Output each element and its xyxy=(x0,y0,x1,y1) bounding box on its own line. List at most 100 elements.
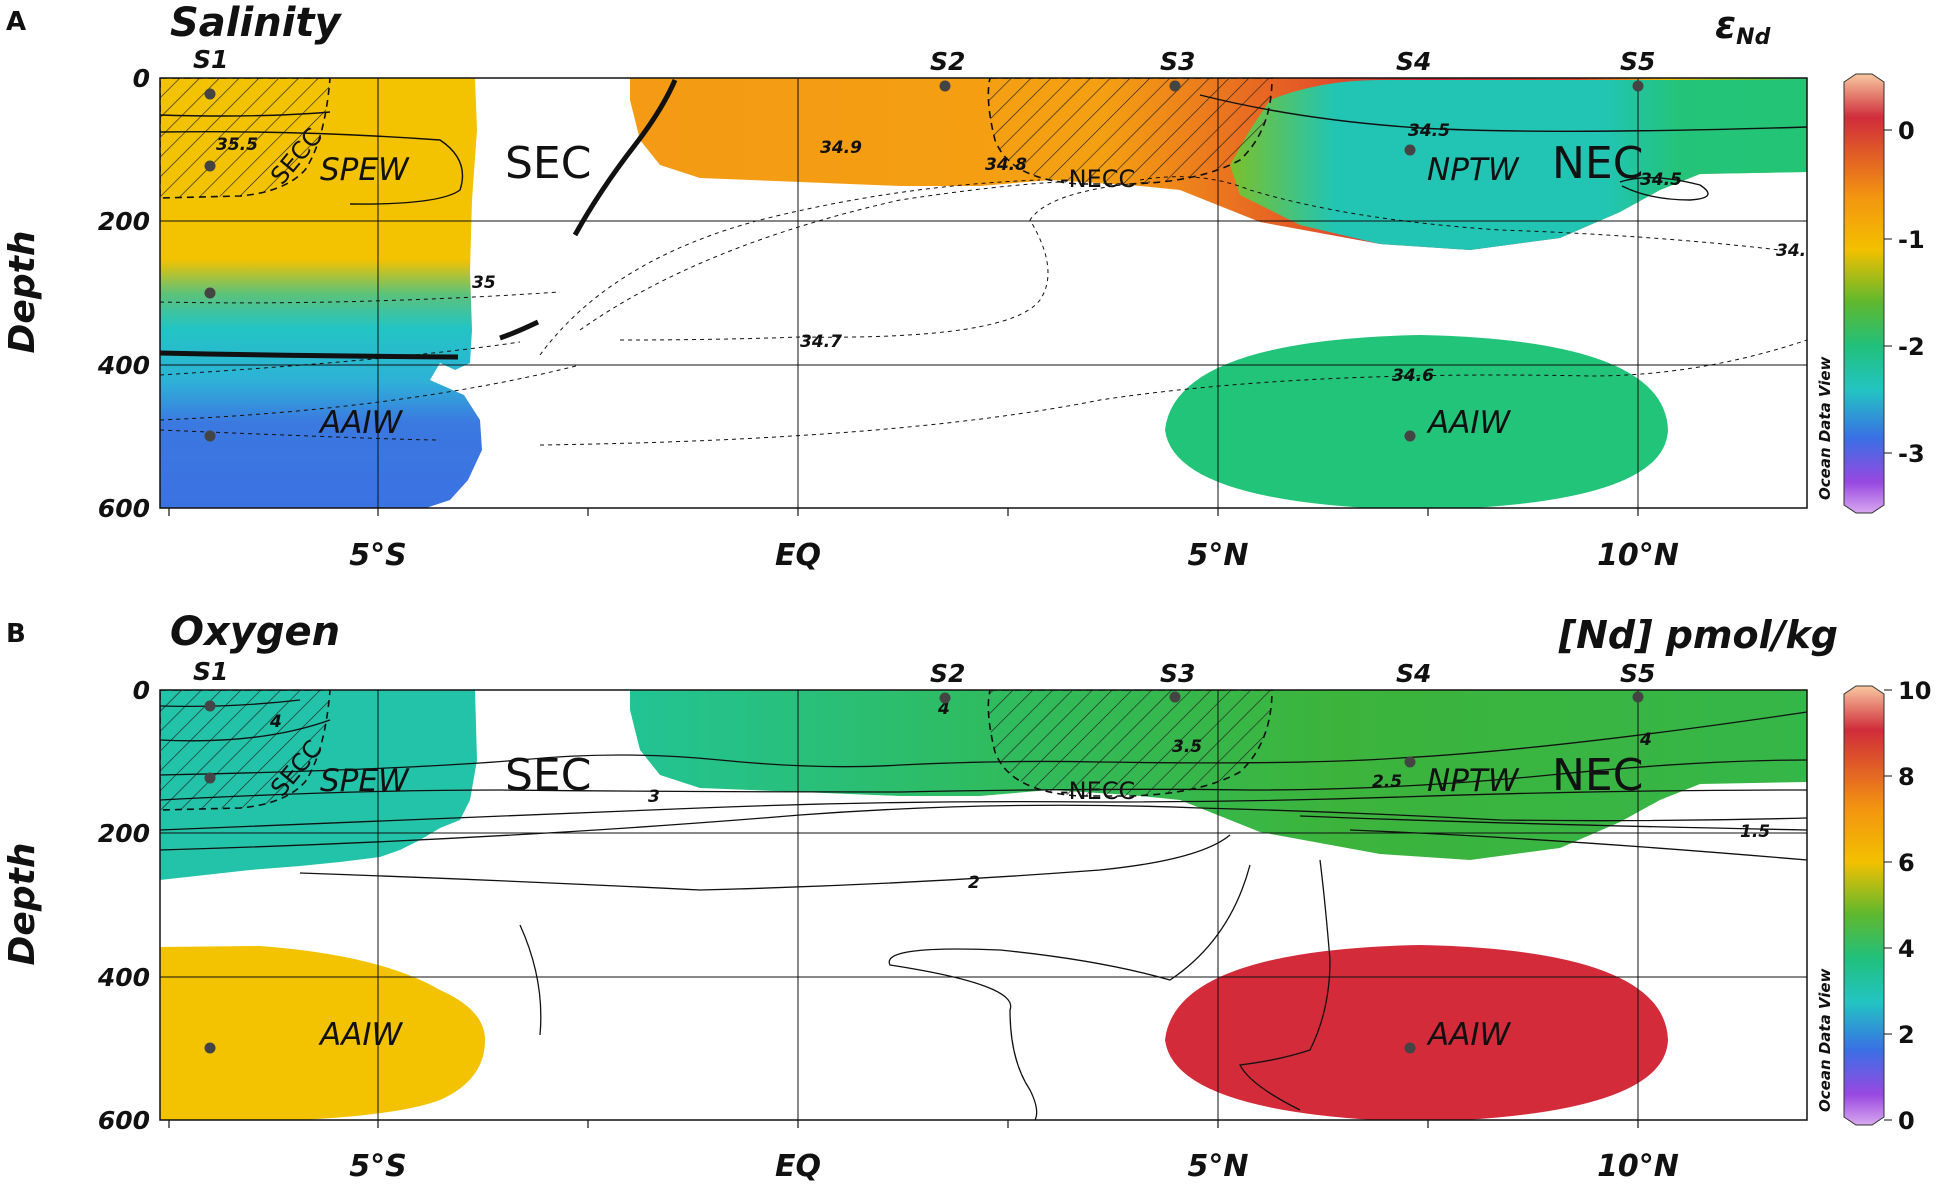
panel-b-station-label: S1 xyxy=(193,657,228,686)
panel-b-x-tick-label: EQ xyxy=(775,1149,821,1184)
panel-a-contour-label: 34.9 xyxy=(820,138,862,158)
panel-b-colorbar-label: 4 xyxy=(1898,935,1915,963)
panel-a-colorbar-title: εNd xyxy=(1715,3,1771,50)
panel-b-stations: S1 S2 S3 S4 S5 xyxy=(193,657,1655,1054)
panel-b-sample-point xyxy=(204,700,216,712)
panel-b-station-label: S2 xyxy=(930,659,965,688)
panel-b-y-tick-label: 200 xyxy=(98,819,150,848)
panel-a-station-label: S1 xyxy=(193,45,228,74)
panel-a-y-tick-label: 400 xyxy=(97,351,150,380)
panel-b-colorbar-label: 8 xyxy=(1898,763,1915,791)
panel-a-colorbar-label: -3 xyxy=(1898,440,1925,468)
panel-b-contour-label: 4 xyxy=(937,699,950,719)
panel-b-colorbar-label: 0 xyxy=(1898,1107,1915,1135)
panel-b-current-label: NEC xyxy=(1552,750,1643,801)
panel-a-contour-dashed xyxy=(159,364,581,421)
panel-b-contour xyxy=(159,719,331,742)
panel-a-y-axis: 0 200 400 600 Depth xyxy=(2,64,150,523)
panel-b-station-label: S5 xyxy=(1620,659,1655,688)
panel-a-contour-label: 35.5 xyxy=(216,135,258,155)
panel-b-contour-label: 2 xyxy=(968,873,980,893)
panel-b-contour-label: 2.5 xyxy=(1372,772,1402,792)
panel-a-x-tick-label: EQ xyxy=(775,538,821,573)
panel-b-secc-hatch xyxy=(160,690,331,811)
panel-a-x-tick-label: 10°N xyxy=(1597,538,1679,573)
panel-b-contour xyxy=(1239,859,1331,1111)
panel-a-station-label: S2 xyxy=(930,47,965,76)
panel-b-contour xyxy=(159,759,1808,801)
panel-a-contour-dashed xyxy=(159,341,521,376)
panel-b-station-label: S3 xyxy=(1160,659,1195,688)
panel-b-contour xyxy=(159,699,301,708)
panel-b-current-label: -NECC xyxy=(1060,777,1135,805)
panel-a-nptw-patch xyxy=(1230,80,1807,250)
panel-b-contour xyxy=(1349,829,1808,861)
panel-b-water-mass-label: AAIW xyxy=(318,1017,404,1053)
panel-b-water-mass-label: SPEW xyxy=(320,763,410,799)
panel-b-watermark: Ocean Data View xyxy=(1816,968,1834,1112)
panel-b-colorbar-scale xyxy=(1843,685,1885,1126)
panel-b-current-label: SEC xyxy=(505,750,591,801)
panel-b-aaiw-north xyxy=(1165,945,1668,1120)
panel-b: B Oxygen [Nd] pmol/kg xyxy=(2,609,1931,1184)
panel-b-colorbar-label: 2 xyxy=(1898,1021,1915,1049)
panel-a-stations: S1 S2 S3 S4 S5 xyxy=(193,45,1655,442)
panel-a-contour-35 xyxy=(159,350,459,360)
panel-b-contour xyxy=(159,804,1808,851)
panel-a-station-label: S5 xyxy=(1620,47,1655,76)
panel-a-sample-point xyxy=(204,88,216,100)
panel-b-colorbar-label: 10 xyxy=(1898,677,1931,705)
panel-b-sample-point xyxy=(204,1042,216,1054)
panel-a-contour-dashed xyxy=(539,179,1041,356)
panel-a-sample-point xyxy=(1404,430,1416,442)
panel-b-sample-point xyxy=(1404,1042,1416,1054)
panel-b-colorbar: 10 8 6 4 2 0 Ocean Data View xyxy=(1816,677,1931,1135)
panel-b-contour-label: 3.5 xyxy=(1172,737,1202,757)
panel-a-contour-label: 34.8 xyxy=(985,155,1027,175)
panel-a-y-tick-label: 600 xyxy=(98,494,150,523)
panel-b-frame xyxy=(159,689,1808,1121)
panel-a-y-tick-label: 0 xyxy=(133,64,150,93)
panel-a-water-mass-label: NPTW xyxy=(1427,152,1520,188)
panel-a-water-mass-label: AAIW xyxy=(1426,405,1512,441)
panel-a-station-label: S4 xyxy=(1396,47,1431,76)
panel-a-contour-label: 34.6 xyxy=(1392,366,1434,386)
panel-b-contour-label: 1.5 xyxy=(1740,822,1770,842)
panel-b-sample-point xyxy=(1169,691,1181,703)
panel-a-water-mass-label: SPEW xyxy=(320,152,410,188)
panel-a-station-label: S3 xyxy=(1160,47,1195,76)
panel-a-contour-label: 34.5 xyxy=(1408,121,1450,141)
panel-b-x-tick-label: 10°N xyxy=(1597,1149,1679,1184)
panel-b-contours xyxy=(159,699,1808,1121)
panel-a-sample-point xyxy=(1169,80,1181,92)
panel-a-contour-label: 35 xyxy=(472,273,496,293)
panel-b-contour xyxy=(888,864,1251,1121)
panel-a-sample-point xyxy=(939,80,951,92)
panel-a-colorbar-scale xyxy=(1843,73,1885,514)
panel-a-contour xyxy=(1619,176,1709,201)
panel-b-y-tick-label: 0 xyxy=(133,676,150,705)
panel-b-x-axis xyxy=(168,1120,1639,1128)
panel-b-x-tick-label: 5°N xyxy=(1188,1149,1249,1184)
panel-b-y-tick-label: 600 xyxy=(98,1106,150,1135)
panel-a-contour-35 xyxy=(572,79,678,237)
panel-a-sample-point xyxy=(204,430,216,442)
panel-a-contour-label: 34. xyxy=(1776,241,1806,261)
panel-a-colorbar: 0 -1 -2 -3 Ocean Data View xyxy=(1816,73,1925,514)
panel-a-current-label: -NECC xyxy=(1060,165,1135,193)
panel-a-contour-dashed xyxy=(159,339,1808,446)
panel-b-grid xyxy=(160,690,1807,1120)
panel-a-contour xyxy=(159,111,331,117)
panel-b-sample-point xyxy=(204,772,216,784)
panel-a-contours xyxy=(159,79,1808,446)
panel-a-contour xyxy=(159,130,464,205)
panel-a-colorbar-label: -2 xyxy=(1898,333,1925,361)
panel-b-x-tick-label: 5°S xyxy=(349,1149,406,1184)
panel-b-contour xyxy=(1299,815,1808,831)
panel-b-title: Oxygen xyxy=(170,609,340,655)
panel-a-watermark: Ocean Data View xyxy=(1816,356,1834,500)
panel-b-s1-aaiw xyxy=(160,946,485,1120)
panel-a-aaiw-north xyxy=(1165,335,1668,508)
panel-b-water-mass-label: NPTW xyxy=(1427,763,1520,799)
